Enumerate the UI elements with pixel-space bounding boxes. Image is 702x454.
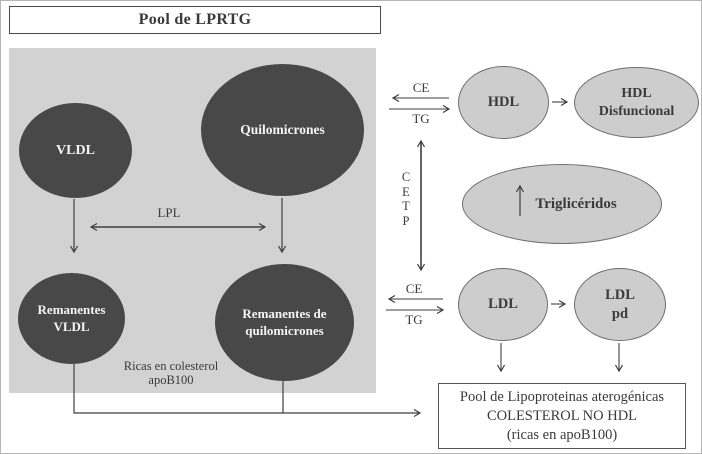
node-remanentes-vldl-line1: Remanentes [37, 302, 106, 318]
node-hdl: HDL [458, 66, 549, 139]
ce-top-label: CE [412, 80, 430, 95]
panel-note-line1: Ricas en colesterol [123, 359, 219, 373]
node-quilomicrones-label: Quilomicrones [240, 121, 325, 137]
node-hdl-disfuncional: HDL Disfuncional [574, 67, 699, 138]
node-remanentes-vldl-line2: VLDL [53, 318, 90, 334]
tg-bottom-label: TG [405, 312, 423, 327]
pool-lprtg-title-box: Pool de LPRTG [9, 6, 381, 34]
node-quilomicrones: Quilomicrones [201, 64, 364, 196]
atherogenic-pool-line2: COLESTEROL NO HDL [486, 407, 638, 424]
node-remanentes-quilomicrones-line2: quilomicrones [245, 322, 324, 338]
node-hdl-label: HDL [487, 94, 520, 111]
node-hdl-disfuncional-line1: HDL [621, 86, 652, 101]
node-trigliceridos-label: Triglicéridos [535, 195, 617, 212]
panel-note-line2: apoB100 [148, 373, 194, 388]
node-trigliceridos: Triglicéridos [462, 164, 662, 244]
node-vldl: VLDL [19, 103, 132, 198]
tg-top-label: TG [412, 111, 430, 126]
panel-note: Ricas en colesterol apoB100 [111, 359, 231, 388]
node-ldl-pd-line1: LDL [605, 287, 635, 304]
node-vldl-label: VLDL [56, 142, 95, 158]
atherogenic-pool-box: Pool de Lipoproteinas aterogénicas COLES… [438, 383, 686, 449]
node-hdl-disfuncional-line2: Disfuncional [598, 103, 675, 119]
node-ldl: LDL [458, 268, 548, 341]
node-ldl-label: LDL [488, 296, 518, 313]
node-ldl-pd-line2: pd [611, 305, 629, 322]
ce-bottom-label: CE [405, 281, 423, 296]
atherogenic-pool-line3: (ricas en apoB100) [506, 426, 618, 443]
lpl-label: LPL [157, 205, 181, 220]
node-remanentes-quilomicrones-line1: Remanentes de [242, 306, 327, 322]
atherogenic-pool-line1: Pool de Lipoproteinas aterogénicas [459, 388, 665, 405]
pool-lprtg-title: Pool de LPRTG [138, 11, 252, 28]
cetp-label: C E T P [401, 170, 411, 228]
node-ldl-pd: LDL pd [574, 268, 666, 341]
node-remanentes-quilomicrones: Remanentes de quilomicrones [215, 264, 354, 381]
node-remanentes-vldl: Remanentes VLDL [18, 273, 125, 364]
